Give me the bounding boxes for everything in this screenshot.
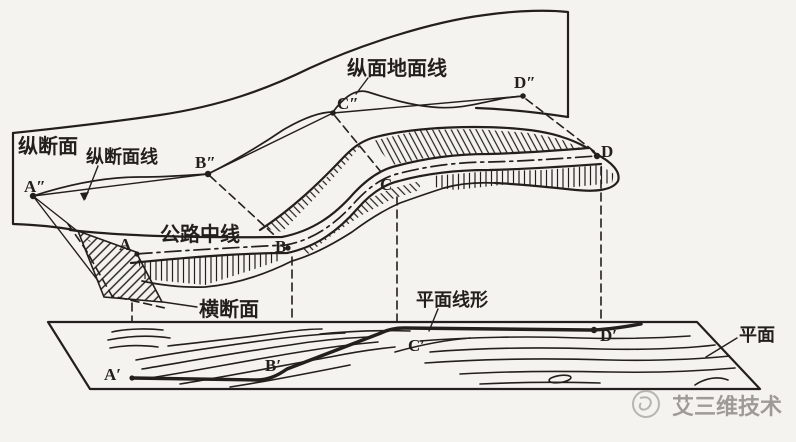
leader-profile-ground-line xyxy=(355,77,369,95)
projection-b2-to-b xyxy=(209,175,285,245)
leader-profile-line-arrowhead xyxy=(80,192,89,201)
road-far-edge xyxy=(68,146,591,239)
projection-c2-to-c xyxy=(334,115,387,179)
slope-hachures-bc-lower xyxy=(303,181,420,254)
road-point-d-dot xyxy=(593,152,601,160)
watermark-logo-icon xyxy=(632,390,660,418)
label-cross-section: 横断面 xyxy=(199,297,259,321)
terrain-nose-outline xyxy=(493,152,620,192)
label-point-c-profile: C″ xyxy=(337,94,359,113)
label-point-d-plan: D′ xyxy=(600,326,617,345)
profile-plane xyxy=(11,9,570,232)
profile-plane-outline xyxy=(11,9,570,135)
slope-hachures-cd-upper xyxy=(372,129,585,165)
label-road-centerline: 公路中线 xyxy=(160,222,240,246)
plan-point-d-dot xyxy=(590,326,598,334)
plan-point-a-dot xyxy=(129,375,135,381)
cross-section-face xyxy=(76,229,164,303)
label-point-b-plan: B′ xyxy=(265,356,281,375)
label-point-a-plan: A′ xyxy=(104,365,121,384)
profile-point-c-dot xyxy=(330,110,336,116)
label-point-a-profile: A″ xyxy=(24,177,46,196)
label-point-b-profile: B″ xyxy=(195,153,216,172)
slope-hachures-bc-upper xyxy=(263,144,362,232)
label-point-c-plan: C′ xyxy=(408,336,425,355)
road-near-edge xyxy=(129,162,603,265)
label-point-d-road: D xyxy=(601,142,613,161)
cross-section-at-a xyxy=(76,229,164,303)
label-plan-plane: 平面 xyxy=(739,325,775,345)
watermark-text: 艾三维技术 xyxy=(672,394,782,419)
diagram-labels: 纵断面 纵断面线 纵面地面线 公路中线 横断面 平面线形 平面 A″ B″ C″… xyxy=(18,56,775,384)
label-profile-plane: 纵断面 xyxy=(18,134,78,158)
leader-lines xyxy=(80,77,738,358)
road-centerline-path xyxy=(135,155,597,255)
terrain-ridge-line xyxy=(258,125,598,232)
label-point-b-road: B xyxy=(275,237,286,256)
plan-contours xyxy=(107,328,736,388)
profile-ground-line-path xyxy=(32,90,524,197)
label-point-a-road: A xyxy=(119,235,132,254)
label-profile-line: 纵断面线 xyxy=(86,146,158,167)
plan-alignment-path xyxy=(130,322,643,382)
watermark-logo-swirl-icon xyxy=(638,396,652,411)
label-point-d-profile: D″ xyxy=(514,73,536,92)
plan-view xyxy=(46,320,762,391)
leader-cross-section xyxy=(162,301,198,308)
leader-plan-alignment xyxy=(428,308,439,332)
road-point-b-dot xyxy=(285,245,291,251)
projection-d2-to-d xyxy=(525,98,596,153)
profile-point-d-dot xyxy=(520,93,526,99)
label-plan-alignment: 平面线形 xyxy=(416,289,488,310)
terrain-lower-outline xyxy=(291,181,496,262)
label-point-c-road: C xyxy=(380,175,392,194)
watermark: 艾三维技术 xyxy=(632,390,782,419)
profile-design-line xyxy=(32,95,524,197)
label-profile-ground-line: 纵面地面线 xyxy=(347,56,447,80)
profile-plane-bottom-right-edge xyxy=(474,106,570,119)
leader-plan-plane xyxy=(705,337,738,358)
embankment-foot-outline xyxy=(141,260,293,289)
profile-plane-left-edge xyxy=(11,131,76,232)
